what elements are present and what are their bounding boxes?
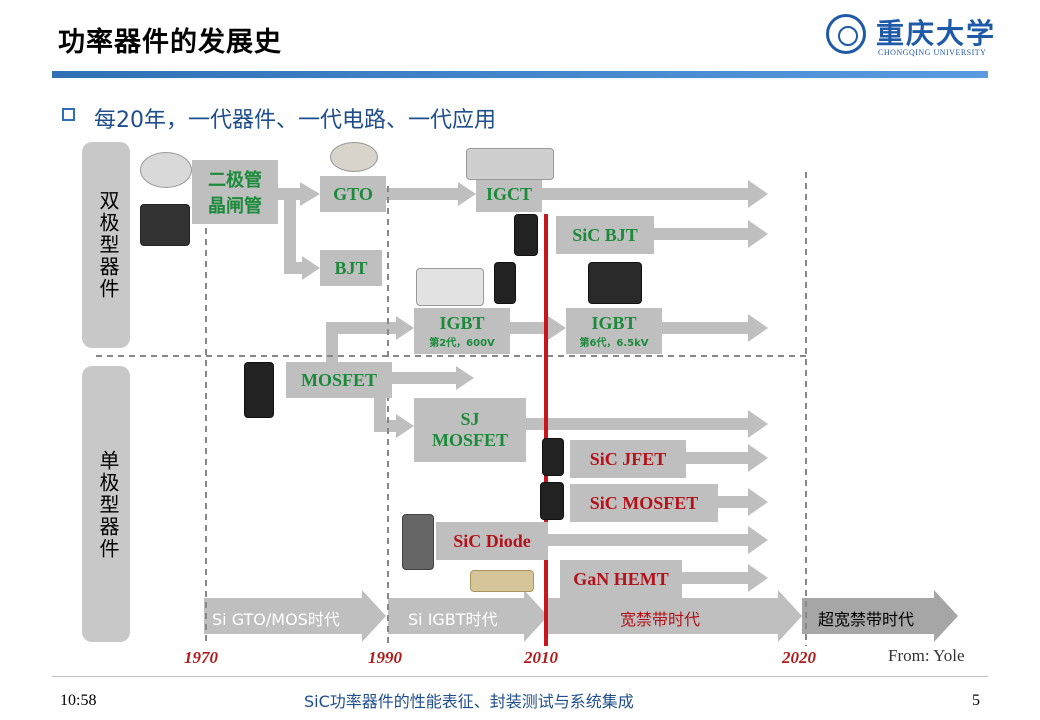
band-bipolar: 双极型器件	[82, 142, 130, 348]
arrow-to-bjt	[284, 256, 320, 280]
mosfet-to247-image	[244, 362, 274, 418]
bullet-text: 每20年，一代器件、一代电路、一代应用	[94, 108, 496, 133]
press-pack-diode-image	[140, 152, 192, 188]
university-logo-en: CHONGQING UNIVERSITY	[878, 48, 987, 57]
source-label: From: Yole	[888, 646, 965, 665]
era-arrow-4	[802, 590, 958, 642]
arrow-igct-long	[540, 180, 768, 208]
bullet-checkbox-icon	[62, 108, 75, 121]
box-igbt-gen6: IGBT 第6代，6.5kV	[566, 308, 662, 354]
box-sic-bjt: SiC BJT	[556, 216, 654, 254]
era-arrow-1	[204, 590, 386, 642]
arrow-sic-diode	[548, 526, 768, 554]
arrow-to-igbt1	[326, 316, 414, 340]
era-label-3: 宽禁带时代	[620, 610, 701, 629]
sic-mosfet-package-image	[540, 482, 564, 520]
box-gto: GTO	[320, 176, 386, 212]
arrow-sic-jfet	[684, 444, 768, 472]
era-arrow-3	[548, 590, 802, 642]
box-mosfet: MOSFET	[286, 362, 392, 398]
arrow-igbt1-to-igbt2	[510, 316, 566, 340]
arrow-gan-hemt	[680, 564, 768, 592]
arrow-mosfet-short	[392, 366, 474, 390]
arrow-branch-bjt-vertical	[284, 200, 296, 268]
box-sic-mosfet: SiC MOSFET	[570, 484, 718, 522]
discrete-igbt-image	[494, 262, 516, 304]
university-seal-icon	[826, 14, 866, 54]
era-label-1: Si GTO/MOS时代	[212, 610, 340, 629]
band-bipolar-label: 双极型器件	[96, 190, 120, 300]
footer-subtitle: SiC功率器件的性能表征、封装测试与系统集成	[304, 692, 634, 711]
igbt-gen6-module-image	[588, 262, 642, 304]
arrow-sic-bjt	[652, 220, 768, 248]
era-arrow-2	[388, 590, 548, 642]
box-igbt-gen2: IGBT 第2代，600V	[414, 308, 510, 354]
page-title: 功率器件的发展史	[58, 27, 282, 58]
box-sj-mosfet: SJ MOSFET	[414, 398, 526, 462]
box-diode-thyristor: 二极管 晶闸管	[192, 160, 278, 224]
sic-jfet-package-image	[542, 438, 564, 476]
university-logo-cn: 重庆大学	[876, 17, 997, 50]
arrow-diode-to-gto	[276, 182, 320, 206]
year-label-2010: 2010	[524, 648, 558, 667]
arrow-sic-mosfet	[716, 488, 768, 516]
footer-divider	[52, 676, 988, 677]
box-bjt: BJT	[320, 250, 382, 286]
header-divider	[52, 71, 988, 78]
band-unipolar: 单极型器件	[82, 366, 130, 642]
sic-bjt-package-image	[514, 214, 538, 256]
box-igct: IGCT	[476, 176, 542, 212]
year-label-1970: 1970	[184, 648, 218, 667]
igbt-gen2-label: IGBT	[439, 313, 485, 333]
arrow-igbt2-long	[660, 314, 768, 342]
footer-page-number: 5	[972, 692, 980, 709]
sic-diode-package-image	[402, 514, 434, 570]
arrow-sj-long	[524, 410, 768, 438]
box-sic-jfet: SiC JFET	[570, 440, 686, 478]
igbt-gen6-sub: 第6代，6.5kV	[579, 338, 649, 349]
era-label-2: Si IGBT时代	[408, 610, 498, 629]
arrow-to-sj	[374, 414, 414, 438]
igbt-gen6-label: IGBT	[591, 313, 637, 333]
year-label-2020: 2020	[782, 648, 816, 667]
thyristor-module-image	[140, 204, 190, 246]
band-unipolar-label: 单极型器件	[96, 450, 120, 560]
box-sic-diode: SiC Diode	[436, 522, 548, 560]
gan-hemt-package-image	[470, 570, 534, 592]
era-label-4: 超宽禁带时代	[818, 610, 915, 629]
footer-time: 10:58	[60, 692, 97, 709]
igct-module-image	[466, 148, 554, 180]
year-label-1990: 1990	[368, 648, 402, 667]
arrow-gto-to-igct	[386, 182, 476, 206]
gto-press-pack-image	[330, 142, 378, 172]
box-gan-hemt: GaN HEMT	[560, 560, 682, 598]
igbt-gen2-sub: 第2代，600V	[429, 338, 495, 349]
igbt-module-image	[416, 268, 484, 306]
